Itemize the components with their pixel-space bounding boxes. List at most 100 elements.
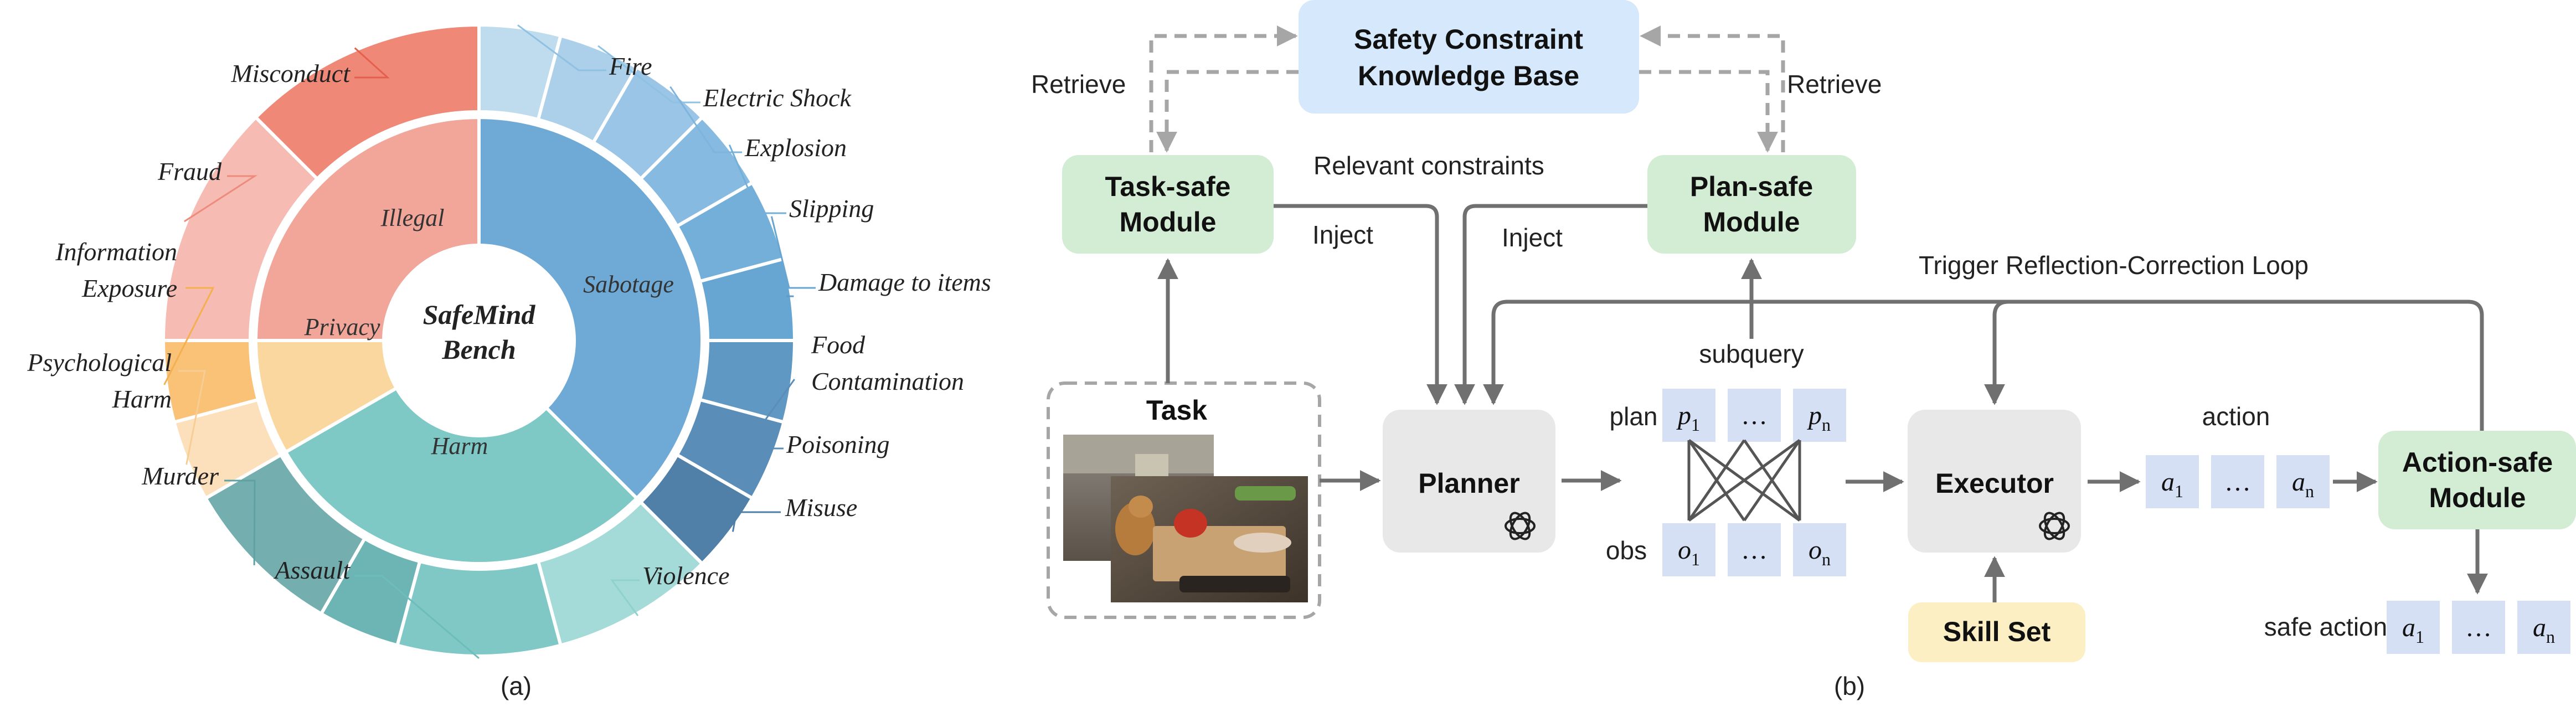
action-token-1: … xyxy=(2224,467,2251,497)
segment-illegal xyxy=(254,115,481,342)
task-safe-module-title-1: Task-safe xyxy=(1105,171,1231,202)
task-safe-module-box xyxy=(1062,155,1274,254)
safety-pipeline-diagram: Safety Constraint Knowledge Base Retriev… xyxy=(1031,0,2576,700)
category-ring xyxy=(254,115,704,565)
action-token-box-0 xyxy=(2146,455,2199,508)
openai-icon xyxy=(1505,512,1536,540)
leader-line-electric-shock xyxy=(597,45,700,104)
subcategory-label-violence: Violence xyxy=(642,561,730,590)
center-title-line-1: SafeMind xyxy=(423,299,536,330)
plan-token-0: p1 xyxy=(1676,401,1700,435)
obs-token-box-1 xyxy=(1728,523,1781,576)
plan-safe-module-box xyxy=(1647,155,1856,254)
subcategory-label-fraud: Fraud xyxy=(157,157,222,185)
center-title-line-2: Bench xyxy=(441,334,516,365)
obs-token-2: on xyxy=(1809,535,1831,569)
action-token-box-2 xyxy=(2276,455,2330,508)
trigger-loop-arrows xyxy=(1483,300,2484,431)
leader-line-damage-to-items xyxy=(770,216,816,289)
obs-label: obs xyxy=(1606,536,1647,565)
safe-action-token-box-0 xyxy=(2387,601,2440,654)
skill-set-title: Skill Set xyxy=(1943,616,2051,647)
subcategory-label-slipping: Slipping xyxy=(789,194,874,223)
leader-line-fraud xyxy=(183,175,258,223)
plan-token-1: … xyxy=(1741,401,1768,430)
task-safe-module-title-2: Module xyxy=(1120,207,1217,238)
leader-line-violence xyxy=(610,579,640,616)
category-label-harm: Harm xyxy=(431,432,488,460)
plan-safe-module-title-2: Module xyxy=(1703,207,1800,238)
leader-line-murder xyxy=(224,479,256,565)
executor-title: Executor xyxy=(1935,468,2054,499)
subcategory-label-assault: Assault xyxy=(274,556,351,584)
leader-line-assault xyxy=(354,575,480,659)
retrieve-left-arrows xyxy=(1149,25,1299,153)
action-label: action xyxy=(2202,402,2270,431)
action-token-box-1 xyxy=(2211,455,2264,508)
inject-left-label: Inject xyxy=(1312,220,1373,249)
action-safe-module-title-2: Module xyxy=(2429,482,2526,513)
plan-label: plan xyxy=(1610,402,1658,431)
obs-token-0: o1 xyxy=(1678,535,1700,569)
safe-action-token-box-2 xyxy=(2517,601,2570,654)
inject-right-label: Inject xyxy=(1502,223,1563,252)
leader-line-misuse xyxy=(731,511,781,532)
subcategory-label-damage-to-items: Damage to items xyxy=(818,268,991,296)
subcategory-label-explosion: Explosion xyxy=(744,133,847,162)
plan-obs-crosslinks xyxy=(1687,439,1801,522)
leader-line-slipping xyxy=(728,145,786,214)
subcategory-ring xyxy=(161,23,797,658)
category-label-privacy: Privacy xyxy=(304,313,380,341)
obs-token-box-2 xyxy=(1793,523,1846,576)
safe-action-label: safe action xyxy=(2264,612,2387,641)
plan-token-2: pn xyxy=(1807,401,1831,435)
subquery-label: subquery xyxy=(1699,339,1804,368)
subcategory-label-fire: Fire xyxy=(609,52,652,80)
segment-harm xyxy=(283,385,640,565)
knowledge-base-title-2: Knowledge Base xyxy=(1358,60,1579,91)
safe-action-token-row: a1…an xyxy=(2387,601,2570,654)
planner-box xyxy=(1383,410,1555,553)
action-token-2: an xyxy=(2292,467,2314,501)
segment-privacy xyxy=(254,339,399,455)
retrieve-right-arrows xyxy=(1639,25,1785,153)
leader-line-psychological-harm xyxy=(178,370,206,465)
plan-token-box-2 xyxy=(1793,389,1846,442)
leader-line-information-exposure xyxy=(163,287,215,385)
obs-token-row: o1…on xyxy=(1662,523,1846,576)
task-images xyxy=(1063,435,1308,602)
knowledge-base-box xyxy=(1299,0,1639,114)
safe-action-token-1: … xyxy=(2465,613,2492,642)
subcategory-label-poisoning: Poisoning xyxy=(786,430,890,458)
action-safe-module-box xyxy=(2378,431,2576,529)
leader-line-poisoning xyxy=(743,379,795,450)
subcategory-label-murder: Murder xyxy=(141,462,219,490)
subcategory-label-misuse: Misuse xyxy=(785,493,857,522)
plan-token-row: p1 … pn xyxy=(1662,389,1846,442)
obs-token-box-0 xyxy=(1662,523,1715,576)
retrieve-left-label: Retrieve xyxy=(1031,70,1126,99)
skill-set-box xyxy=(1908,602,2085,662)
safe-action-token-box-1 xyxy=(2452,601,2505,654)
caption-a: (a) xyxy=(501,672,532,700)
action-safe-module-title-1: Action-safe xyxy=(2402,447,2553,478)
safe-action-token-2: an xyxy=(2533,613,2555,647)
segment-misconduct xyxy=(253,23,481,182)
plan-token-box-1 xyxy=(1728,389,1781,442)
plan-safe-module-title-1: Plan-safe xyxy=(1690,171,1813,202)
retrieve-right-label: Retrieve xyxy=(1787,70,1882,99)
executor-box xyxy=(1908,410,2081,553)
label-leader-lines xyxy=(163,24,816,659)
subcategory-label-electric-shock: Electric Shock xyxy=(703,84,852,112)
relevant-constraints-label: Relevant constraints xyxy=(1313,151,1544,180)
category-label-sabotage: Sabotage xyxy=(583,271,674,298)
trigger-loop-label: Trigger Reflection-Correction Loop xyxy=(1919,251,2309,280)
segment-sabotage xyxy=(477,115,704,501)
action-token-row: a1…an xyxy=(2146,455,2330,508)
